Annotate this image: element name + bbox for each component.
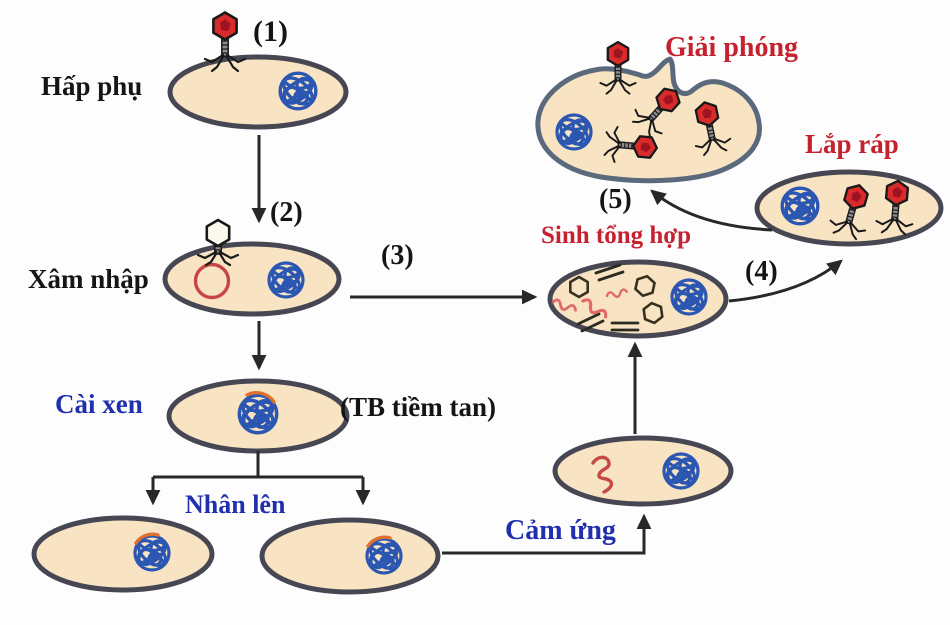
bacterial-dna-icon	[779, 186, 821, 226]
assembly-label: Lắp ráp	[805, 129, 899, 159]
bacterial-dna-icon	[669, 278, 709, 316]
tail-part-icon	[594, 263, 625, 282]
daughter-cell-left	[31, 515, 215, 593]
bacterium-cell	[552, 435, 734, 507]
stage-release	[535, 40, 762, 184]
bacterium-cell	[259, 517, 441, 595]
step-2-label: (2)	[270, 197, 303, 228]
bacterial-dna-icon	[661, 452, 701, 490]
integration-label: Cài xen	[55, 389, 143, 419]
induction-label: Cảm ứng	[505, 515, 616, 546]
stage-assembly	[754, 169, 944, 247]
step-3-label: (3)	[381, 240, 414, 271]
prophage-arc-icon	[245, 391, 276, 404]
step-4-label: (4)	[745, 256, 778, 287]
arrow-step4-to-assembly	[728, 259, 843, 303]
prophage-arc-icon	[366, 535, 392, 548]
adsorption-label: Hấp phụ	[41, 71, 143, 101]
prophage-arc-icon	[134, 532, 160, 545]
bacterial-dna-icon	[266, 261, 306, 299]
daughter-cell-right	[259, 517, 441, 595]
stage-penetration	[162, 218, 342, 317]
stage-biosynthesis	[547, 259, 729, 339]
lysogenic-cell-label: (TB tiềm tan)	[340, 392, 496, 422]
biosynthesis-label: Sinh tổng hợp	[541, 222, 692, 249]
bacterium-cell	[162, 241, 342, 317]
tail-part-icon	[610, 321, 640, 332]
bacterial-dna-icon	[277, 71, 319, 111]
tail-part-icon	[576, 312, 605, 333]
step-1-label: (1)	[253, 15, 288, 48]
release-label: Giải phóng	[665, 32, 799, 63]
excised-phage-dna-icon	[591, 455, 614, 494]
penetration-label: Xâm nhập	[28, 264, 149, 294]
stage-induced-cell	[552, 435, 734, 507]
step-5-label: (5)	[599, 184, 632, 215]
multiplication-label: Nhân lên	[185, 490, 286, 519]
stage-integration	[166, 378, 350, 454]
injected-phage-dna-icon	[193, 262, 231, 300]
stage-adsorption	[167, 11, 349, 130]
bacterium-cell	[167, 54, 349, 130]
bacterium-cell	[31, 515, 215, 593]
bacterial-dna-icon	[554, 113, 594, 151]
arrow-induction	[442, 513, 652, 555]
arrow-step5-to-release	[650, 189, 773, 232]
